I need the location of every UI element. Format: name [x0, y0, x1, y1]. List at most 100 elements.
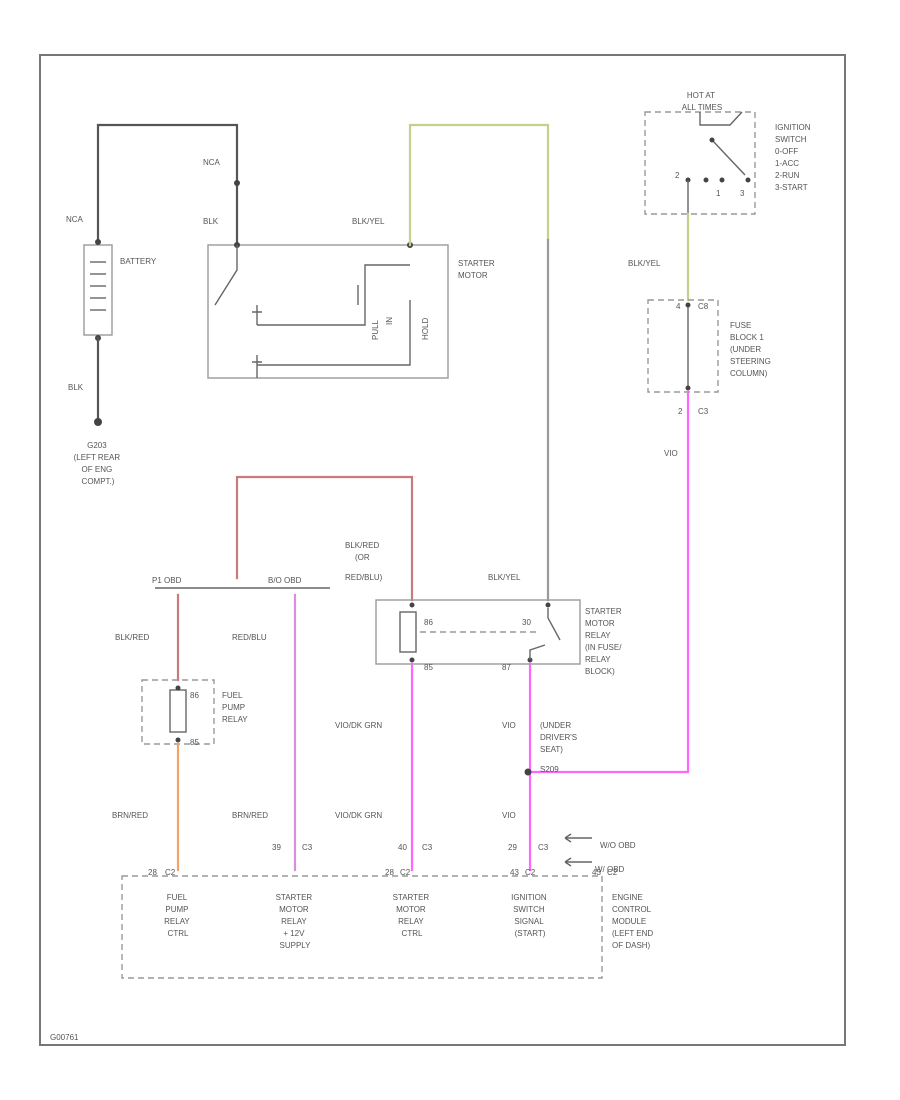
- battery-label: BATTERY: [120, 257, 157, 266]
- in-label: IN: [385, 317, 394, 325]
- fuel-relay-bottom-wire-label: BRN/RED: [112, 811, 148, 820]
- pcm-pin-ign: 29: [508, 843, 517, 852]
- switch-pos-3-label: 3: [740, 189, 745, 198]
- pcm-pin-ign-alt: 43: [510, 868, 519, 877]
- pcm-pin-right: 43: [592, 868, 601, 877]
- fuse-block: 4 C8 2 C3 FUSE BLOCK 1 (UNDER STEERING C…: [647, 299, 773, 458]
- starter-motor: PULL IN HOLD NCA BLK BLK/YEL STARTER MOT…: [203, 158, 497, 379]
- fuse-pin-bottom: [685, 385, 691, 391]
- switch-pos-a: [703, 177, 709, 183]
- fuse-pin-bottom-label: 2: [678, 407, 683, 416]
- pcm-pin-fuel: 28: [148, 868, 157, 877]
- vio-dkgrn-label-2: VIO/DK GRN: [335, 811, 382, 820]
- battery-wire-top-label: NCA: [66, 215, 84, 224]
- pcm-pin-ctrl: 40: [398, 843, 407, 852]
- vio-relay-label: VIO: [502, 721, 516, 730]
- figure-id: G00761: [50, 1033, 79, 1042]
- starter-motor-body: [207, 244, 449, 379]
- ignition-switch-feed: [699, 111, 743, 126]
- pcm-conn-ign-alt: C2: [525, 868, 536, 877]
- hold-label: HOLD: [421, 318, 430, 340]
- engine-control-module: 28 C2 39 C3 40 C3 29 C3 28 C2 43 C2 43 C…: [121, 843, 655, 979]
- pcm-conn-fuel: C2: [165, 868, 176, 877]
- ignition-switch-contact: [711, 139, 746, 176]
- fuse-block-body: [647, 299, 719, 393]
- starter-wire-nca-label: NCA: [203, 158, 221, 167]
- vio-pcm-label: VIO: [502, 811, 516, 820]
- switch-pos-2-label: 2: [675, 171, 680, 180]
- pcm-conn-ctrl: C3: [422, 843, 433, 852]
- battery-positive-terminal: [95, 239, 101, 245]
- fuse-block-label: FUSE BLOCK 1 (UNDER STEERING COLUMN): [730, 321, 773, 378]
- solenoid-contact: [214, 245, 238, 306]
- fuel-relay-pin-86: [175, 685, 181, 691]
- battery: BATTERY NCA BLK G203 (LEFT REAR OF ENG C…: [66, 123, 239, 486]
- battery-wire-bottom-label: BLK: [68, 383, 84, 392]
- starter-motor-relay: 86 85 30 87 BLK/YEL STARTER MOTOR RELAY …: [375, 573, 624, 676]
- fuel-relay-pin-85: [175, 737, 181, 743]
- hot-at-all-times-label: HOT AT ALL TIMES: [682, 91, 722, 112]
- relay-contact: [547, 608, 561, 641]
- fuse-conn-top-label: C8: [698, 302, 709, 311]
- pcm-conn-ign: C3: [538, 843, 549, 852]
- splice-label: (UNDER DRIVER'S SEAT) S209: [540, 721, 579, 774]
- obd-connector-bar: P1 OBD B/O OBD: [152, 576, 330, 589]
- ground-location-label: G203 (LEFT REAR OF ENG COMPT.): [74, 441, 123, 486]
- relay-top-wire-label-1: BLK/RED: [345, 541, 379, 550]
- switch-pos-3: [745, 177, 751, 183]
- relay-pin-86: [409, 602, 415, 608]
- pcm-func-fuel: FUEL PUMP RELAY CTRL: [164, 893, 192, 938]
- starter-wire-blk-label: BLK: [203, 217, 219, 226]
- obd-arrow-1: [564, 833, 592, 843]
- obd-indicator: W/O OBD W/ OBD: [564, 833, 636, 874]
- relay-87-lead: [529, 644, 546, 660]
- splice-s209-dot: [524, 768, 532, 776]
- relay-pin-30: [545, 602, 551, 608]
- fuse-out-wire-label: VIO: [664, 449, 678, 458]
- obd-arrow-2: [564, 857, 592, 867]
- fuel-relay-85-label: 85: [190, 738, 199, 747]
- ignition-switch-label: IGNITION SWITCH 0-OFF 1-ACC 2-RUN 3-STAR…: [775, 123, 813, 192]
- relay-30-label: 30: [522, 618, 531, 627]
- vio-wire-fuse-to-splice: [526, 390, 690, 774]
- pcm-label: ENGINE CONTROL MODULE (LEFT END OF DASH): [612, 893, 655, 950]
- starter-relay-body: [375, 599, 581, 665]
- fuel-pump-relay-coil: [169, 689, 187, 733]
- pcm-conn-right: C2: [607, 868, 618, 877]
- starter-relay-label: STARTER MOTOR RELAY (IN FUSE/ RELAY BLOC…: [585, 607, 624, 676]
- relay-blk-yel-label: BLK/YEL: [488, 573, 521, 582]
- relay-pin-85: [409, 657, 415, 663]
- pcm-func-ign: IGNITION SWITCH SIGNAL (START): [511, 893, 549, 938]
- starter-motor-label: STARTER MOTOR: [458, 259, 497, 280]
- switch-pos-1: [719, 177, 725, 183]
- fuse-conn-bottom-label: C3: [698, 407, 709, 416]
- fuse-pin-top: [685, 302, 691, 308]
- starter-wire-blkyel-label: BLK/YEL: [352, 217, 385, 226]
- battery-body: [83, 244, 113, 336]
- ignition-wire-label: BLK/YEL: [628, 259, 661, 268]
- blk-red-wire-loop: [235, 475, 414, 602]
- fuel-relay-top-wire-label: BLK/RED: [115, 633, 149, 642]
- relay-top-wire-label-3: RED/BLU): [345, 573, 383, 582]
- pull-label: PULL: [371, 319, 380, 340]
- diagram-border: [39, 54, 846, 1046]
- pcm-body: [121, 875, 603, 979]
- ignition-switch-body: [644, 111, 756, 215]
- relay-85-label: 85: [424, 663, 433, 672]
- fuel-pump-relay: 86 85 FUEL PUMP RELAY BLK/RED BRN/RED: [112, 633, 248, 820]
- fuel-relay-86-label: 86: [190, 691, 199, 700]
- ignition-switch: HOT AT ALL TIMES 2 1 3 IGNITION SWITCH 0…: [628, 91, 813, 302]
- pcm-pin-supply: 39: [272, 843, 281, 852]
- pcm-func-supply: STARTER MOTOR RELAY + 12V SUPPLY: [276, 893, 315, 950]
- blk-yel-wire-starter: [408, 123, 550, 247]
- switch-pivot: [709, 137, 715, 143]
- red-blu-label: RED/BLU: [232, 633, 267, 642]
- pcm-pin-alt: 28: [385, 868, 394, 877]
- vio-dkgrn-label-1: VIO/DK GRN: [335, 721, 382, 730]
- motor-ground-lead: [252, 300, 411, 378]
- obd-label-2: W/ OBD: [595, 865, 625, 874]
- relay-86-label: 86: [424, 618, 433, 627]
- connector-p2-label: B/O OBD: [268, 576, 302, 585]
- fuse-pin-top-label: 4: [676, 302, 681, 311]
